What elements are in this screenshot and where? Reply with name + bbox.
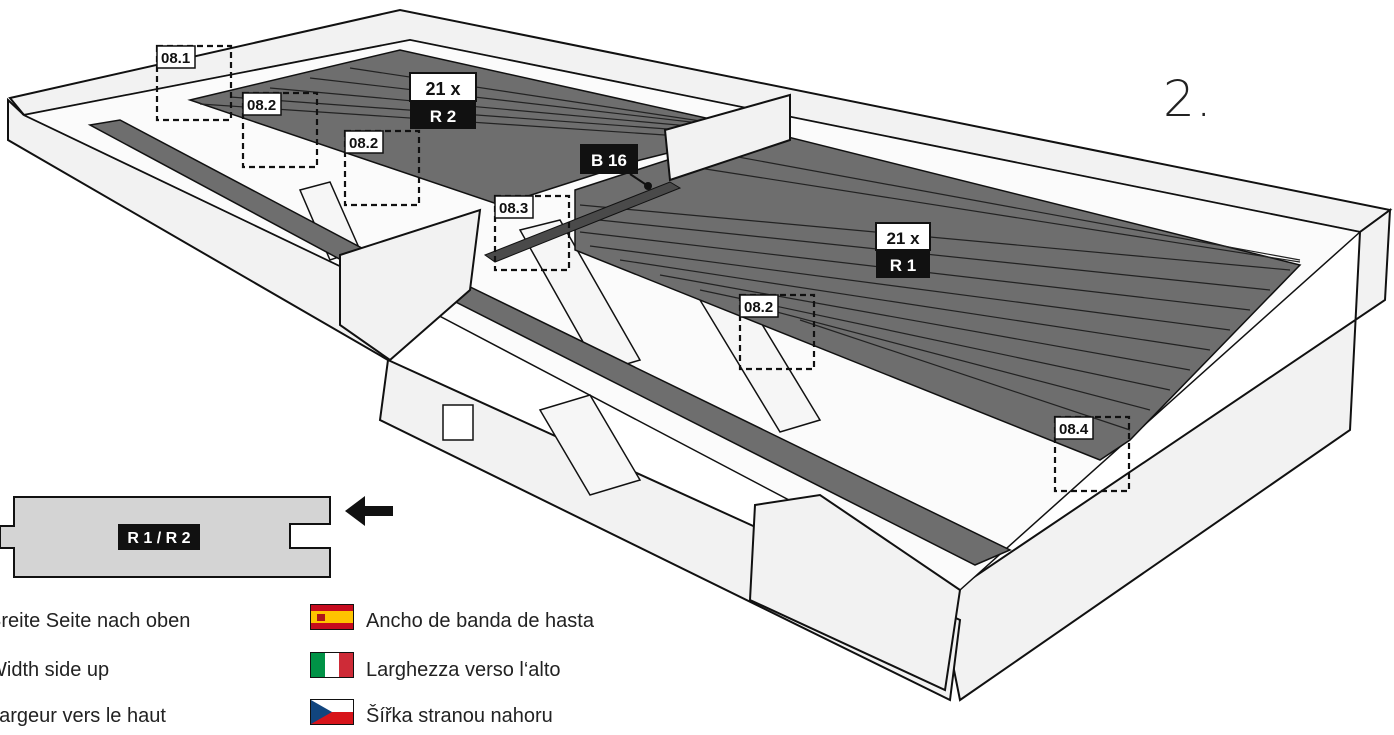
start-strip-b16 xyxy=(483,181,682,263)
callout-label-08-4: 08.4 xyxy=(1059,421,1089,438)
instruction-de: Breite Seite nach oben xyxy=(0,610,191,632)
spain-flag-icon xyxy=(310,604,354,630)
b16-label: B 16 xyxy=(591,151,627,170)
connector-plate xyxy=(442,404,474,441)
frame-floor xyxy=(21,39,1362,591)
post-center xyxy=(748,493,962,692)
callout-box-08-3 xyxy=(493,194,571,272)
callout-label-08-2a: 08.2 xyxy=(247,97,276,114)
step-number: 2. xyxy=(1163,70,1213,128)
callout-label-08-3: 08.3 xyxy=(499,200,528,217)
r2-count: 21 x xyxy=(425,79,460,99)
arrow-left-icon xyxy=(345,496,393,526)
instruction-fr: Largeur vers le haut xyxy=(0,705,166,727)
r1-code: R 1 xyxy=(890,256,916,275)
callout-box-08-2b xyxy=(343,129,421,207)
callout-label-08-1: 08.1 xyxy=(161,50,190,67)
callout-box-08-2a xyxy=(241,91,319,169)
instruction-en: Width side up xyxy=(0,659,110,681)
callout-label-08-2c: 08.2 xyxy=(744,299,773,316)
italy-flag-icon xyxy=(310,652,354,678)
instruction-es: Ancho de banda de hasta xyxy=(366,610,594,632)
r2-code: R 2 xyxy=(430,107,456,126)
r1-count: 21 x xyxy=(886,229,920,248)
instruction-cz: Šířka stranou nahoru xyxy=(366,705,553,727)
callout-label-08-2b: 08.2 xyxy=(349,135,378,152)
post-back xyxy=(663,93,791,182)
czech-flag-icon xyxy=(310,699,354,725)
instruction-it: Larghezza verso l‘alto xyxy=(366,659,561,681)
callout-box-08-4 xyxy=(1053,415,1131,493)
profile-label: R 1 / R 2 xyxy=(127,530,190,547)
post-left xyxy=(339,208,482,362)
callout-box-08-1 xyxy=(155,44,233,122)
callout-box-08-2c xyxy=(738,293,816,371)
